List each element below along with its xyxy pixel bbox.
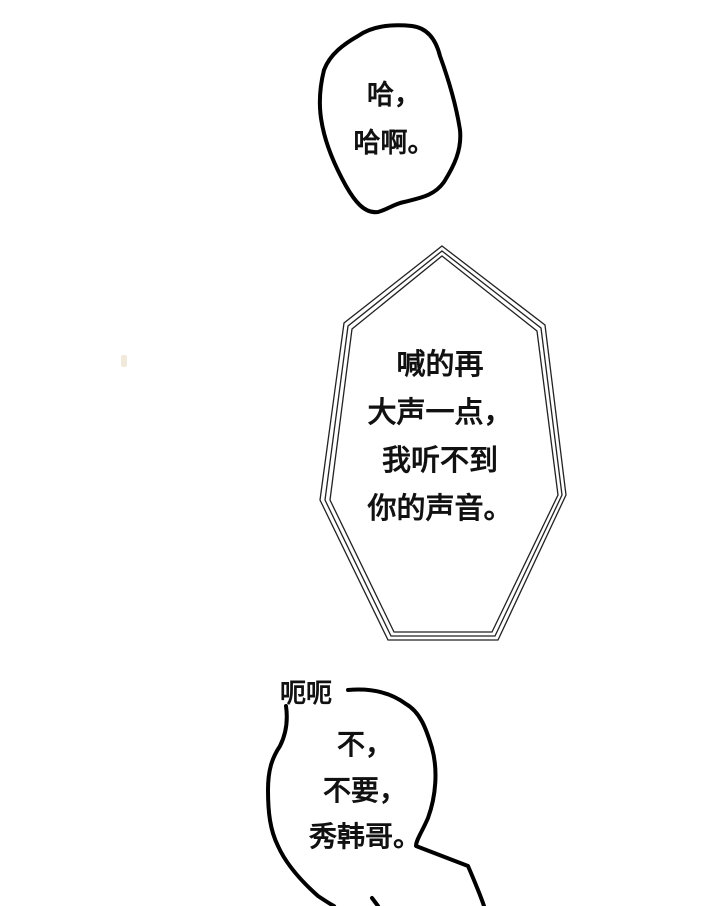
speech-bubble-1-text: 哈， 哈啊。 [353,80,435,159]
speech-bubble-3-tail-fragment [370,896,380,906]
decorative-speck [121,355,127,367]
speech-bubble-3-outline [346,687,486,906]
sound-effect-text: 呃呃 [280,679,333,709]
speech-bubble-1-outline [317,23,463,215]
speech-bubble-2-text: 喊的再 大声一点， 我听不到 你的声音。 [367,347,513,525]
speech-bubble-3-outline-left [266,704,336,906]
speech-bubble-2-outline [319,245,567,641]
speech-bubble-3-text: 不， 不要， 秀韩哥。 [308,728,421,853]
